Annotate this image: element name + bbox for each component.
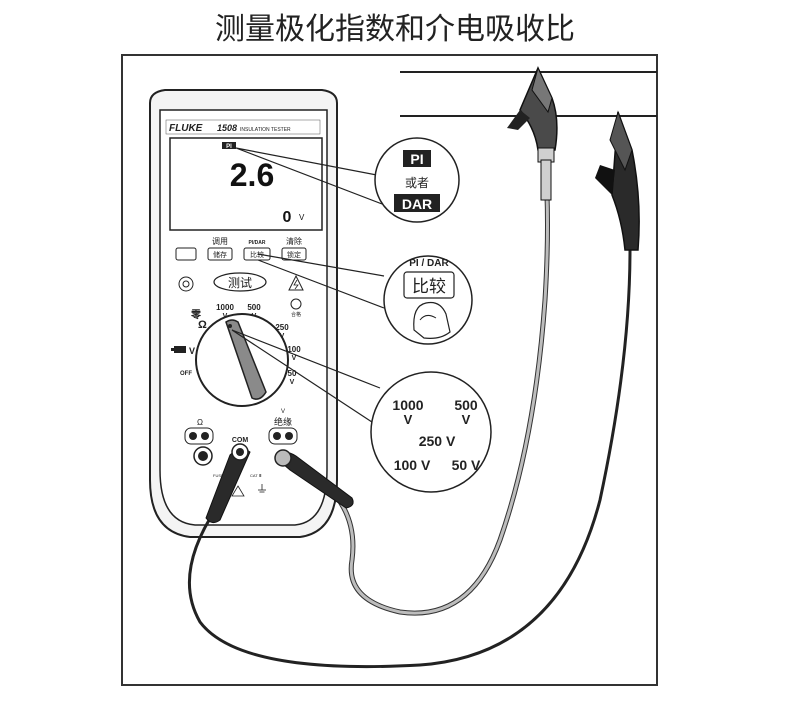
black-test-lead xyxy=(187,248,632,669)
lcd-voltage-digit: 0 xyxy=(283,209,292,226)
callout-compare-text: 比较 xyxy=(412,277,446,297)
page-title: 测量极化指数和介电吸收比 xyxy=(215,12,575,47)
fused-label: FUSED xyxy=(213,473,227,478)
battery-icon xyxy=(174,346,186,353)
lcd-main-reading: 2.6 xyxy=(230,157,274,193)
ohm-jack-pair[interactable] xyxy=(184,427,214,445)
dial-zero-label: 零 xyxy=(190,308,202,321)
callout-leader-button xyxy=(257,253,385,309)
callout-1000-label: 1000 xyxy=(392,397,423,413)
blank-button[interactable] xyxy=(175,247,197,261)
test-label: 测试 xyxy=(228,275,252,290)
dial-off-label: OFF xyxy=(180,371,192,377)
callout-500-label: 500 xyxy=(454,397,478,413)
callout-voltage-range xyxy=(370,371,492,493)
callout-500-unit: V xyxy=(462,412,471,427)
callout-pidar-label: PI / DAR xyxy=(409,258,449,269)
callout-dar-badge: DAR xyxy=(402,196,432,212)
pass-label: 合格 xyxy=(291,311,301,318)
callout-250-label: 250 V xyxy=(419,433,456,449)
store-label: 储存 xyxy=(213,250,227,259)
lcd-voltage-unit: V xyxy=(299,213,305,222)
callout-100-label: 100 V xyxy=(394,457,431,473)
pidar-small-label: PI/DAR xyxy=(249,240,266,246)
callout-or-text: 或者 xyxy=(405,176,429,190)
dial-50-unit: V xyxy=(290,379,295,386)
lcd-pi-indicator: PI xyxy=(226,144,232,150)
pass-indicator-icon xyxy=(290,298,302,310)
dial-1000-label: 1000 xyxy=(216,303,234,312)
finger-press-icon xyxy=(413,301,451,339)
multimeter: FLUKE 1508 INSULATION TESTER PI 2.6 0 V … xyxy=(149,89,338,538)
compare-button[interactable] xyxy=(243,247,271,261)
dial-100-label: 100 xyxy=(287,345,301,354)
backlight-icon[interactable] xyxy=(178,276,194,292)
dial-ohm-label: Ω xyxy=(198,319,207,331)
dial-250-label: 250 xyxy=(275,323,289,332)
warning-icon xyxy=(288,274,304,291)
dial-v-label: V xyxy=(189,346,195,356)
insulation-jack-pair[interactable] xyxy=(268,427,298,445)
compare-label: 比较 xyxy=(250,250,264,259)
cat-rating-label: CAT Ⅲ xyxy=(250,473,262,478)
callout-leader-display xyxy=(235,147,383,205)
jack-v-label: V xyxy=(281,409,285,415)
callout-1000-unit: V xyxy=(404,412,413,427)
dial-pointer xyxy=(225,319,267,400)
lcd-display xyxy=(169,137,323,231)
dial-100-unit: V xyxy=(292,355,297,362)
dial-50-label: 50 xyxy=(288,369,297,378)
jack-ohm-label: Ω xyxy=(197,418,203,427)
black-alligator-clip xyxy=(595,110,640,251)
gray-alligator-clip xyxy=(507,66,558,201)
com-label: COM xyxy=(232,437,249,444)
red-test-lead xyxy=(298,158,549,615)
warning-small-icon xyxy=(231,485,245,497)
model-number: 1508 xyxy=(217,123,237,133)
callout-compare-button xyxy=(403,271,455,299)
recall-label: 调用 xyxy=(212,237,228,246)
test-button[interactable] xyxy=(213,272,267,292)
insulation-label: 绝缘 xyxy=(274,416,292,428)
callout-50-label: 50 V xyxy=(452,457,481,473)
clear-label: 清除 xyxy=(286,236,302,246)
store-button[interactable] xyxy=(207,247,233,261)
model-description: INSULATION TESTER xyxy=(240,127,291,133)
insulation-jack[interactable] xyxy=(274,449,292,467)
lock-label: 锁定 xyxy=(287,250,301,259)
callout-leader-dial xyxy=(231,329,381,427)
callout-pi-badge: PI xyxy=(410,151,423,167)
dial-500-label: 500 xyxy=(247,303,261,312)
brand-logo: FLUKE xyxy=(169,123,203,134)
